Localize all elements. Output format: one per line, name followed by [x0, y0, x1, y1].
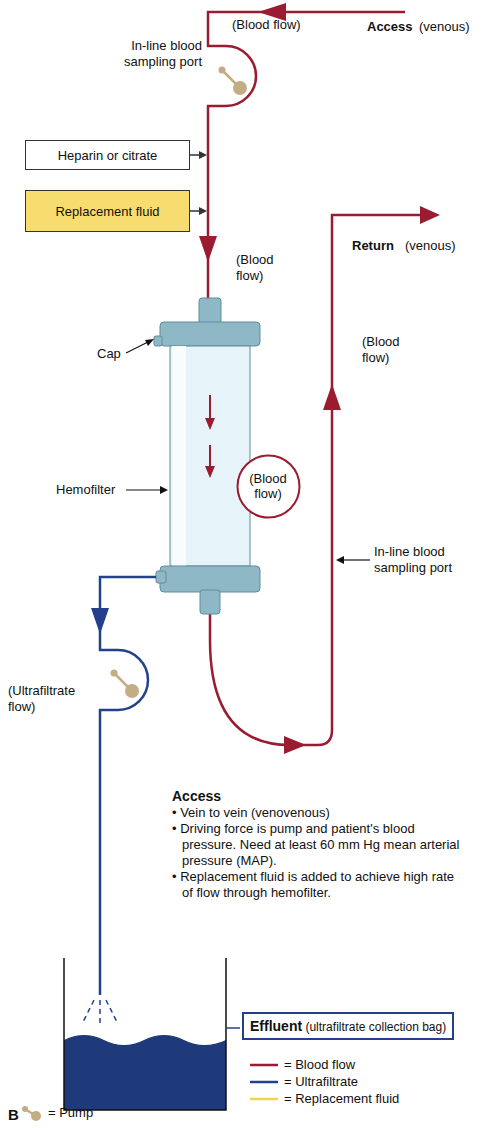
text-label: B [8, 1106, 19, 1124]
bullet-note: • Driving force is pump and patient's bl… [172, 821, 468, 868]
blood-line [210, 215, 420, 745]
hemofilter-shine [172, 346, 186, 566]
flow-arrow [209, 445, 211, 468]
node-text: Replacement fluid [55, 204, 159, 219]
circle-outline [237, 455, 299, 517]
node-text: (Blood flow) [244, 471, 292, 501]
arrowhead [160, 486, 168, 494]
arrowhead [284, 736, 306, 754]
bullet-note: • Replacement fluid is added to achieve … [172, 869, 468, 900]
feed-line [190, 154, 200, 156]
legend-row: = Replacement fluid [248, 1090, 399, 1107]
effluent-fluid [64, 1035, 226, 1110]
leader-line [226, 1027, 240, 1029]
drip [82, 1000, 94, 1024]
legend-text: = Blood flow [284, 1057, 355, 1072]
notes-heading: Access [172, 788, 468, 805]
pump-symbol [20, 1105, 44, 1121]
text-label: (Blood flow) [236, 252, 286, 283]
text-label: In-line blood sampling port [374, 544, 478, 575]
flow-arrow [209, 395, 211, 420]
node-text: Heparin or citrate [58, 148, 158, 163]
text-label: Return [352, 238, 394, 254]
label-box: Heparin or citrate [25, 140, 190, 170]
arrowhead [91, 608, 109, 634]
filter-nozzle [199, 298, 221, 324]
arrowhead [199, 151, 207, 159]
hemofilter-body [170, 346, 250, 566]
ultrafiltrate-line [100, 577, 156, 995]
arrowhead [205, 466, 215, 478]
notes-block: Access• Vein to vein (venovenous)• Drivi… [172, 788, 468, 901]
text-label: (venous) [419, 19, 470, 35]
pump-symbol [125, 684, 139, 698]
legend-text: = Replacement fluid [284, 1091, 399, 1106]
pump-symbol [111, 670, 118, 677]
legend-row: = Blood flow [248, 1056, 355, 1073]
label-box: Replacement fluid [25, 190, 190, 232]
legend-row: = Pump [20, 1104, 93, 1121]
arrowhead [205, 418, 215, 430]
legend-text: = Ultrafiltrate [284, 1074, 358, 1089]
legend-swatch [248, 1057, 280, 1073]
pump-symbol [219, 67, 226, 74]
feed-line [190, 210, 200, 212]
text-label: Access [367, 19, 413, 35]
text-label: Hemofilter [56, 482, 115, 498]
text-label: (Blood flow) [232, 17, 301, 33]
arrowhead [323, 384, 341, 410]
flow-circle: (Blood flow) [236, 454, 301, 519]
legend-text: = Pump [48, 1105, 93, 1120]
arrowhead [420, 206, 440, 224]
effluent-box: Effluent (ultrafiltrate collection bag) [242, 1012, 454, 1040]
node-text: (ultrafiltrate collection bag) [305, 1020, 446, 1034]
text-label: Cap [97, 346, 121, 362]
text-label: (venous) [405, 238, 456, 254]
pump-symbol [233, 81, 247, 95]
arrowhead [199, 236, 217, 262]
leader-line [342, 559, 370, 560]
filter-cap [160, 566, 260, 592]
legend-swatch [248, 1074, 280, 1090]
filter-nozzle [200, 590, 220, 614]
text-label: (Blood flow) [362, 334, 417, 365]
filter-cap [160, 322, 260, 346]
drip [106, 1000, 118, 1024]
bullet-note: • Vein to vein (venovenous) [172, 805, 468, 821]
collection-bag [64, 958, 226, 1110]
blood-line [208, 12, 405, 302]
legend-row: = Ultrafiltrate [248, 1073, 358, 1090]
leader-line [126, 489, 162, 490]
drip [99, 1000, 101, 1025]
legend-swatch [248, 1091, 280, 1107]
arrowhead [336, 556, 344, 564]
arrowhead [145, 339, 154, 346]
cap-port [154, 336, 162, 346]
text-label: In-line blood sampling port [80, 38, 202, 69]
node-text: Effluent [250, 1018, 302, 1034]
text-label: (Ultrafiltrate flow) [8, 683, 98, 714]
arrowhead [199, 207, 207, 215]
ultrafiltrate-port [156, 571, 166, 583]
